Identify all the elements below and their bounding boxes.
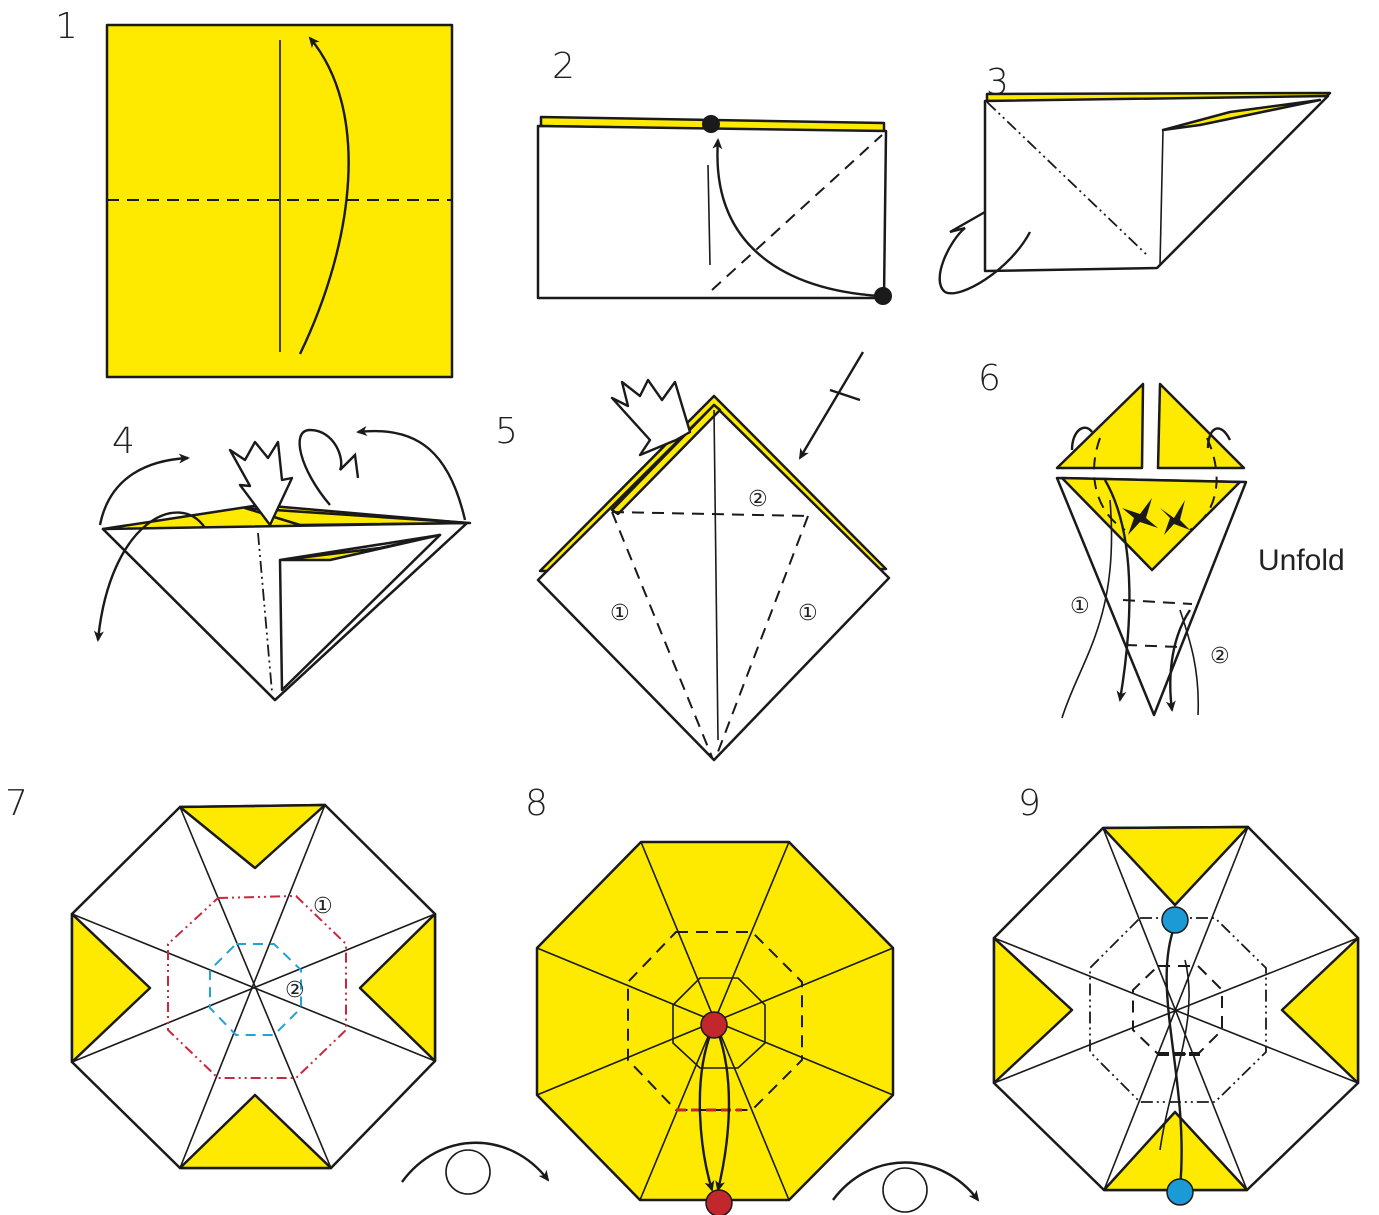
step-label: ①	[313, 894, 333, 919]
crease-octagon	[672, 977, 766, 1069]
point-dot-blue	[1161, 906, 1189, 934]
arrow-tick	[829, 388, 861, 402]
valley-fold-line	[711, 134, 883, 291]
crease-line	[1159, 129, 1164, 266]
corner-flap-top	[178, 803, 327, 870]
fold-arrow-icon	[1165, 609, 1191, 712]
fold-behind-arrow-icon	[298, 428, 360, 506]
fold-arrow-icon	[356, 426, 467, 521]
point-dot-red	[700, 1011, 728, 1039]
step-9: 9	[992, 783, 1360, 1206]
fold-arrow-icon	[712, 138, 881, 298]
fold-arrow-icon	[98, 453, 190, 526]
step-label: ②	[1210, 644, 1230, 669]
paper-diamond	[536, 403, 891, 762]
step-label: ①	[798, 601, 818, 626]
fold-arrow-icon	[1165, 924, 1186, 1190]
point-dot-blue	[1166, 1178, 1194, 1206]
fold-arrow-icon	[715, 1031, 731, 1192]
corner-flap-bottom	[178, 1093, 333, 1170]
step-number: 5	[495, 411, 518, 452]
corner-flap-left	[70, 912, 152, 1064]
sink-fold-icon	[1122, 498, 1158, 535]
fold-arrow-icon	[93, 511, 207, 642]
paper-flap-left	[1055, 382, 1145, 470]
mountain-fold-line	[986, 101, 1148, 256]
step-label: ①	[610, 601, 630, 626]
step-number: 9	[1018, 783, 1041, 824]
valley-fold-line	[611, 511, 713, 758]
push-arrow-icon	[610, 378, 692, 457]
valley-fold-line	[715, 515, 809, 758]
paper-rectangle	[536, 124, 888, 300]
paper-inner	[278, 533, 442, 692]
valley-fold-line	[611, 511, 809, 517]
fold-arrow-icon	[698, 1029, 715, 1192]
step-number: 6	[978, 358, 1001, 399]
turn-over-circle	[882, 1167, 928, 1213]
step-1: 1	[55, 6, 454, 379]
corner-flap-right	[358, 912, 437, 1063]
turn-over-circle	[445, 1149, 491, 1195]
point-dot-red	[705, 1189, 733, 1215]
crease-line	[713, 409, 719, 741]
point-dot	[874, 287, 892, 305]
paper-flap-right	[1156, 382, 1246, 470]
guide-curve	[1159, 959, 1190, 1151]
point-dot	[702, 115, 720, 133]
step-6: 6 ① ② Unfold	[978, 358, 1345, 719]
guide-curve	[1061, 499, 1113, 719]
step-number: 2	[552, 46, 575, 87]
valley-fold-line	[1124, 644, 1181, 648]
fold-arrow-icon	[298, 36, 350, 355]
valley-fold-line	[1122, 599, 1193, 605]
fold-arrow-icon	[1206, 427, 1232, 449]
fold-arrow-icon	[1103, 479, 1131, 702]
step-number: 1	[55, 6, 78, 47]
mountain-fold-line	[257, 532, 273, 693]
corner-flap-right	[1280, 936, 1360, 1085]
crease-line	[707, 164, 711, 266]
step-7: 7 ① ②	[5, 783, 550, 1195]
step-number: 8	[525, 783, 548, 824]
step-4: 4	[93, 421, 472, 702]
step-8: 8	[525, 783, 980, 1215]
step-label: ②	[285, 978, 305, 1003]
push-arrow-icon	[228, 440, 294, 527]
step-label: ①	[1070, 594, 1090, 619]
step-number: 7	[5, 783, 28, 824]
step-2: 2	[536, 46, 892, 305]
paper-flap	[1161, 98, 1322, 132]
step-number: 4	[112, 421, 135, 462]
fold-behind-arrow-icon	[938, 210, 1032, 295]
step-3: 3	[938, 62, 1332, 295]
step-5: 5 ② ① ①	[495, 351, 891, 762]
fold-arrow-icon	[798, 351, 865, 460]
turn-over-icon	[401, 1141, 550, 1183]
unfold-note: Unfold	[1258, 544, 1345, 577]
turn-over-icon	[832, 1161, 980, 1202]
corner-flap-left	[992, 936, 1074, 1085]
corner-flap-top	[1101, 825, 1250, 907]
guide-curve	[1179, 609, 1200, 716]
paper-body	[983, 94, 1330, 273]
fold-arrow-icon	[1070, 426, 1093, 451]
step-label: ②	[748, 487, 768, 512]
paper-inner-flap	[280, 533, 442, 562]
sink-fold-icon	[1160, 500, 1190, 535]
